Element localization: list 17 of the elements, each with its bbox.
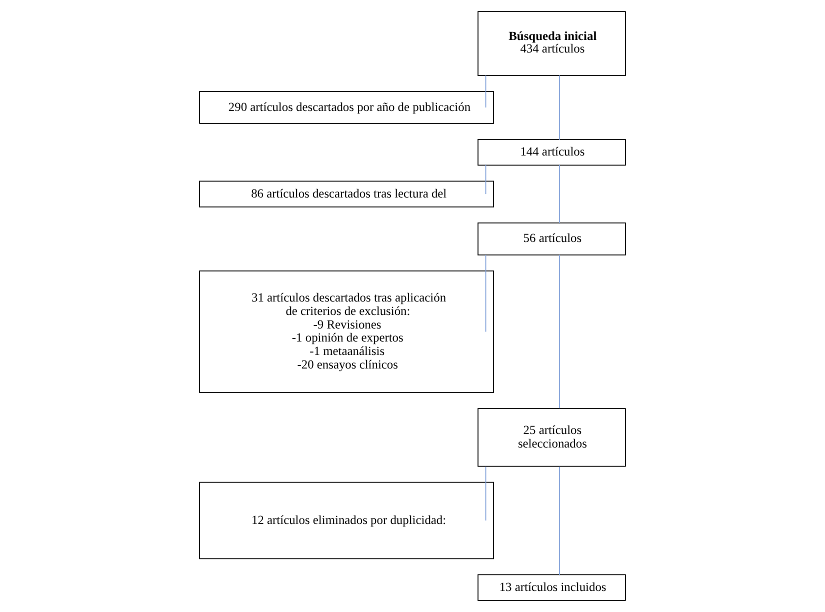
node-box: 86 artículos descartados tras lectura del — [199, 180, 494, 208]
connector — [559, 254, 560, 409]
node-box: 12 artículos eliminados por duplicidad: — [199, 482, 494, 560]
connector — [485, 75, 486, 108]
node-box: 31 artículos descartados tras aplicación de criterios de exclusión: -9 Revisiones -1 opinión de expertos -1 metaanálisis -20 ensayos clínicos — [199, 270, 494, 394]
node-box: 56 artículos — [478, 222, 626, 256]
node-box: 144 artículos — [478, 139, 626, 166]
node-box: 25 artículos seleccionados — [478, 408, 626, 467]
connector — [485, 466, 486, 521]
connector — [485, 164, 486, 195]
node-box: Búsqueda inicial 434 artículos — [478, 11, 626, 76]
connector — [559, 164, 560, 224]
node-box: 13 artículos incluidos — [478, 574, 626, 601]
connector — [485, 254, 486, 332]
connector — [559, 466, 560, 576]
node-box: 290 artículos descartados por año de publicación — [199, 91, 494, 124]
connector — [559, 75, 560, 140]
